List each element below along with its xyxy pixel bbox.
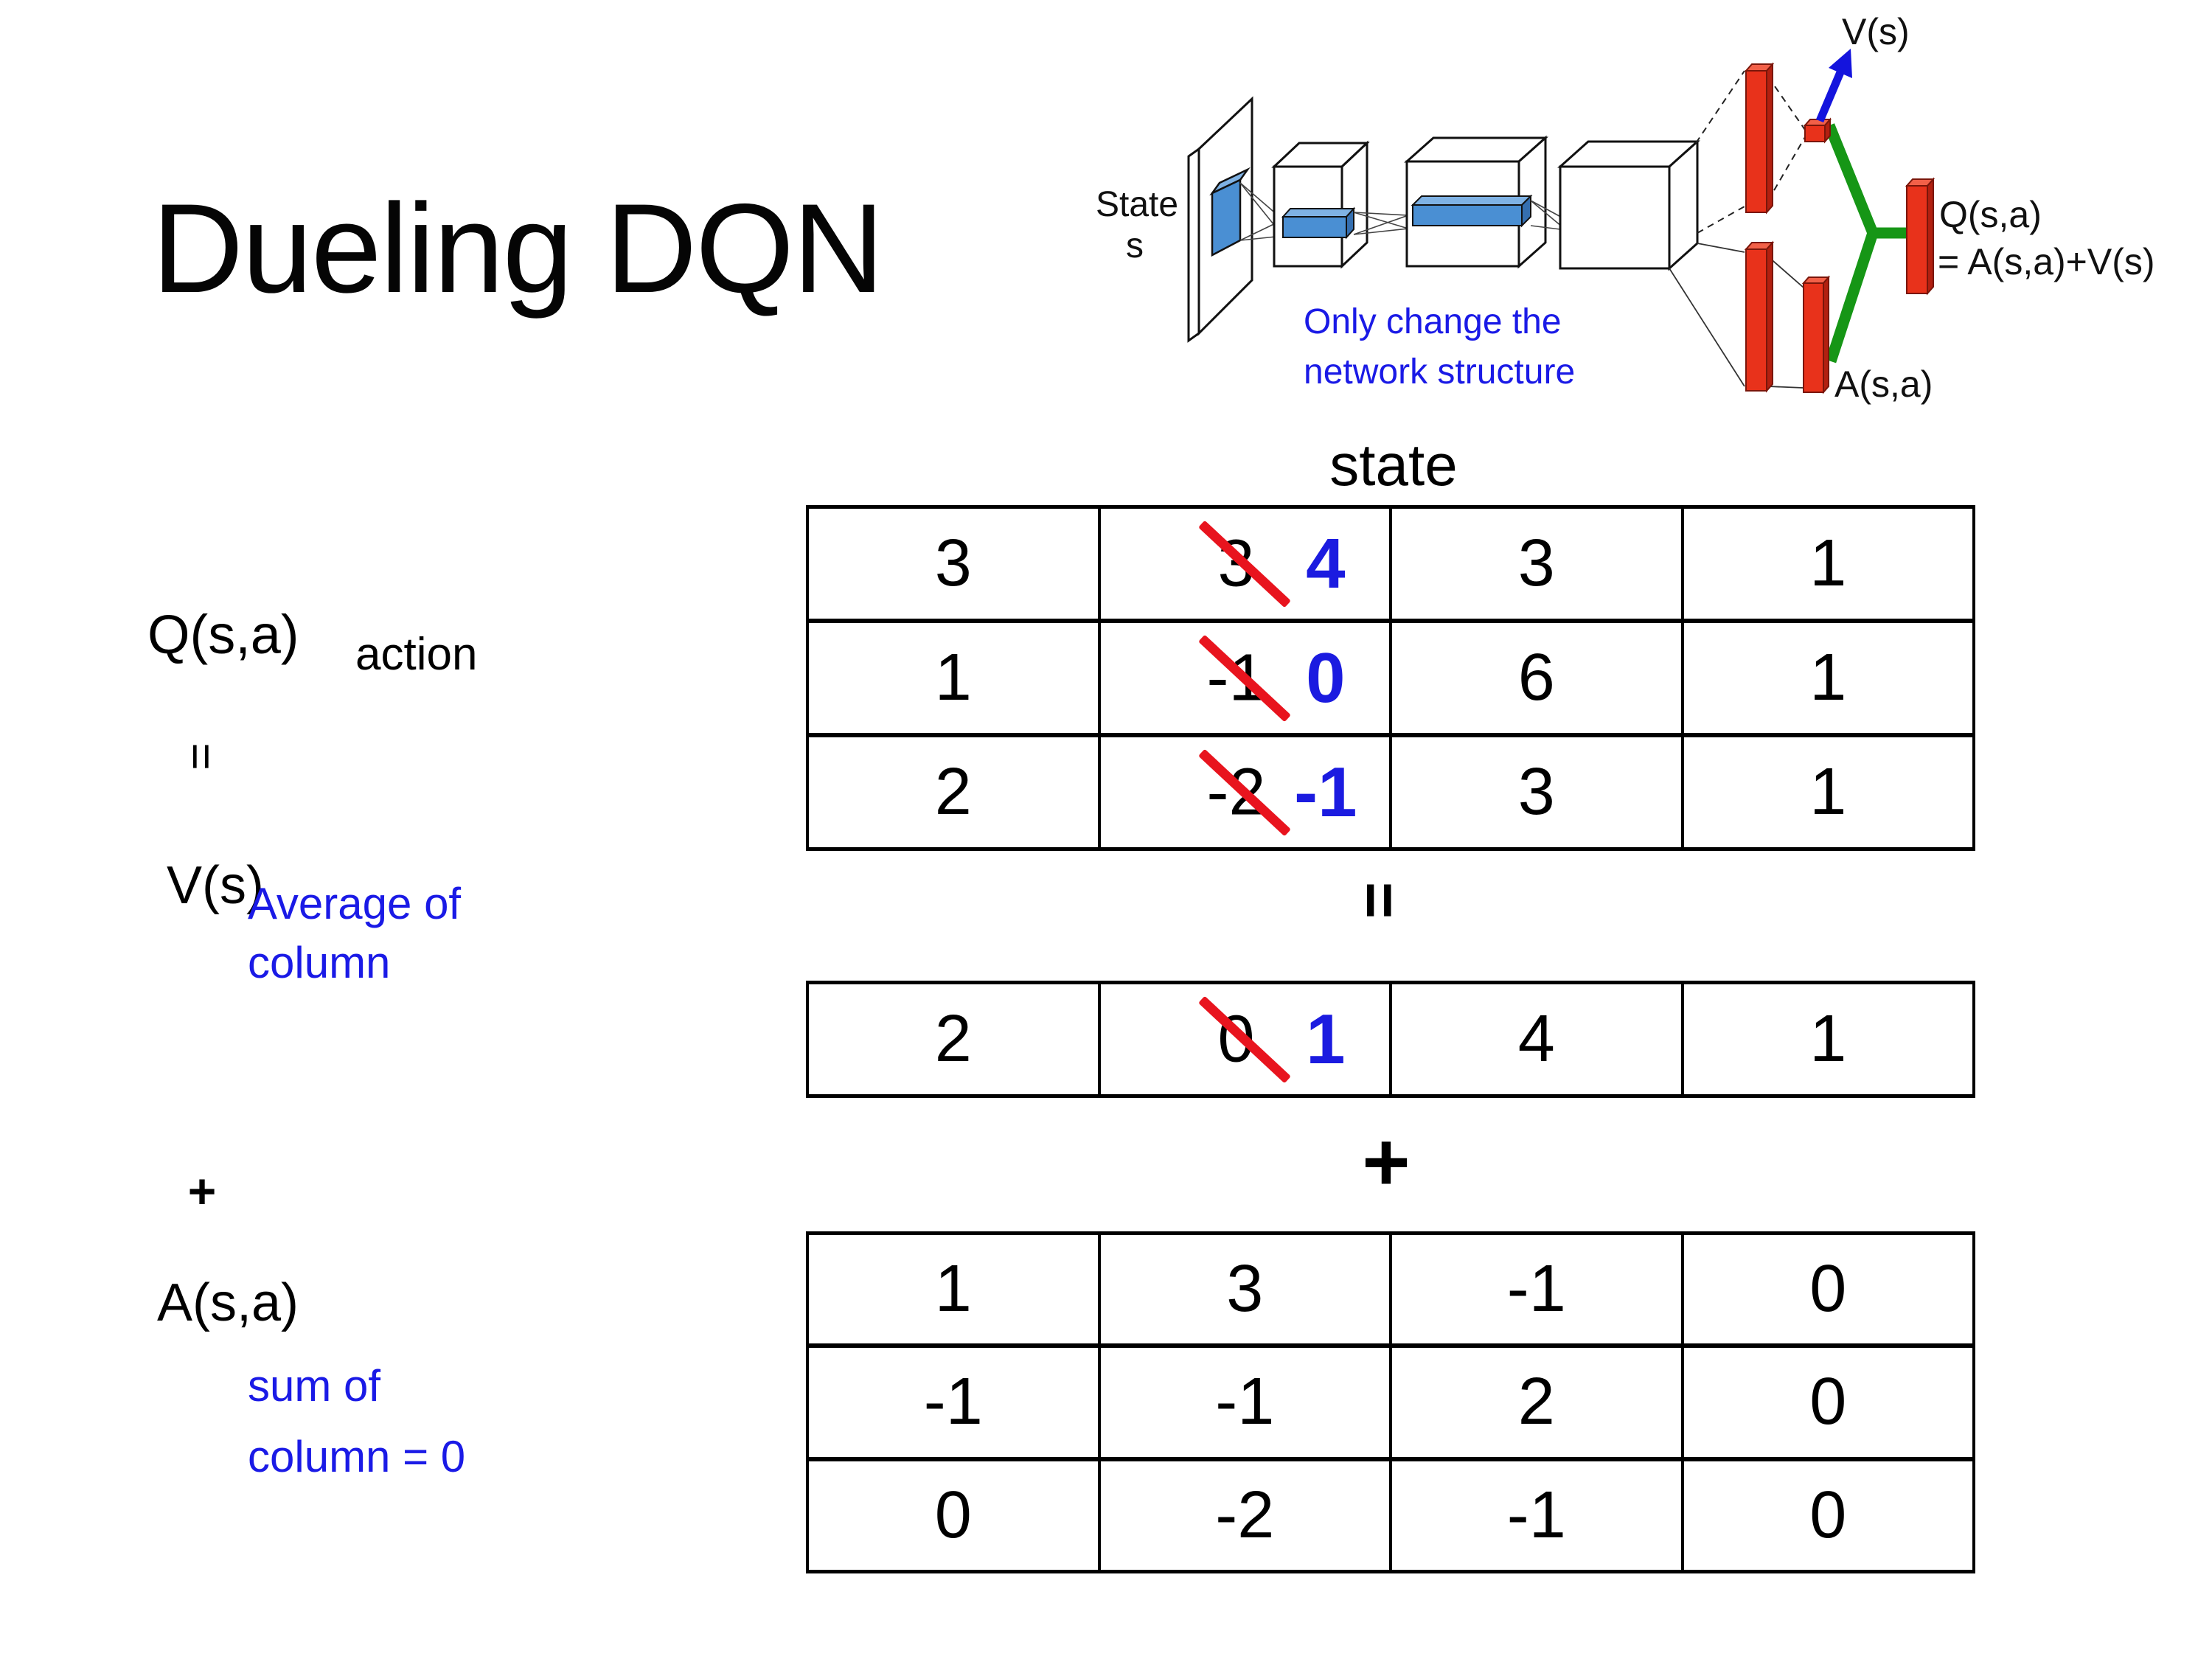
a-value: 1 [934, 1252, 972, 1326]
page-title: Dueling DQN [152, 178, 884, 319]
a-value: -1 [923, 1365, 983, 1439]
network-diagram: State s V(s) Q(s,a) = A(s,a)+V(s) A(s,a)… [1096, 11, 2155, 405]
fc-connectors-dashed [1695, 70, 1806, 234]
a-cell: -1 [1099, 1346, 1391, 1459]
a-value: -2 [1215, 1478, 1275, 1552]
a-value: -1 [1215, 1365, 1275, 1439]
feature-bar-2 [1411, 194, 1533, 228]
q-value: 1 [1809, 526, 1847, 600]
q-table: 3 3 4 3 1 1 -1 0 6 1 2 -2 -1 3 1 [806, 505, 1975, 851]
q-value: 2 [934, 755, 972, 829]
q-value: 3 [1517, 755, 1555, 829]
a-table: 1 3 -1 0 -1 -1 2 0 0 -2 -1 0 [806, 1231, 1975, 1573]
a-value: -1 [1506, 1478, 1566, 1552]
v-cell: 1 [1682, 982, 1974, 1096]
diagram-q-label-line1: Q(s,a) [1939, 194, 2042, 235]
q-value: 1 [1809, 755, 1847, 829]
average-note-line2: column [248, 938, 391, 987]
equals-sign-center: = [1343, 881, 1415, 919]
q-new-value: 0 [1306, 638, 1346, 717]
q-value: 1 [1809, 641, 1847, 714]
v-scalar-box [1803, 117, 1832, 144]
v-table: 2 0 1 4 1 [806, 981, 1975, 1098]
diagram-state-label: State [1096, 185, 1178, 224]
a-cell: -2 [1099, 1458, 1391, 1572]
q-new-value: -1 [1294, 752, 1357, 832]
a-value: 2 [1517, 1365, 1555, 1439]
q-value: 3 [1517, 526, 1555, 600]
a-cell: -1 [1391, 1458, 1683, 1572]
q-new-value: 4 [1306, 524, 1346, 603]
a-cell: 0 [1682, 1458, 1974, 1572]
q-cell-struck: -1 0 [1099, 621, 1391, 735]
q-cell: 2 [807, 735, 1099, 849]
q-cell: 1 [1682, 621, 1974, 735]
a-cell: 2 [1391, 1346, 1683, 1459]
state-axis-label: state [1329, 432, 1458, 498]
a-cell: -1 [807, 1346, 1099, 1459]
feature-bar-1 [1281, 206, 1356, 240]
q-cell: 3 [1391, 507, 1683, 621]
a-cell: 0 [807, 1458, 1099, 1572]
diagram-v-label: V(s) [1842, 11, 1910, 52]
v-arrow-icon [1815, 49, 1852, 123]
plus-sign-center: + [1362, 1116, 1411, 1208]
sum-note-line2: column = 0 [248, 1432, 466, 1481]
q-cell-struck: 3 4 [1099, 507, 1391, 621]
a-vector-bar [1801, 275, 1831, 394]
v-value: 4 [1517, 1002, 1555, 1076]
a-value: 0 [934, 1478, 972, 1552]
diagram-q-label-line2: = A(s,a)+V(s) [1938, 241, 2155, 282]
connector-fan-2 [1353, 212, 1409, 235]
v-new-value: 1 [1306, 999, 1346, 1079]
q-cell-struck: -2 -1 [1099, 735, 1391, 849]
conv-box-1 [1271, 140, 1370, 269]
v-cell: 4 [1391, 982, 1683, 1096]
v-value: 1 [1809, 1002, 1847, 1076]
plus-sign-left: + [187, 1164, 217, 1218]
q-cell: 3 [807, 507, 1099, 621]
q-cell: 1 [1682, 735, 1974, 849]
diagram-state-s-label: s [1126, 226, 1144, 265]
a-value: -1 [1506, 1252, 1566, 1326]
a-cell: 3 [1099, 1233, 1391, 1346]
a-value: 3 [1226, 1252, 1264, 1326]
v-function-label: V(s) [167, 856, 264, 915]
a-cell: 0 [1682, 1346, 1974, 1459]
combine-y-connector [1824, 123, 1910, 364]
average-of-column-note: Average of column [248, 874, 461, 992]
a-value: 0 [1809, 1252, 1847, 1326]
v-cell: 2 [807, 982, 1099, 1096]
fc-connectors-solid [1669, 243, 1804, 389]
conv-box-3 [1557, 139, 1700, 271]
q-value: 1 [934, 641, 972, 714]
average-note-line1: Average of [248, 879, 462, 928]
a-cell: 1 [807, 1233, 1099, 1346]
fc-bar-top [1744, 62, 1775, 215]
diagram-a-label: A(s,a) [1834, 364, 1933, 405]
diagram-note-line1: Only change the [1304, 302, 1562, 341]
a-cell: -1 [1391, 1233, 1683, 1346]
action-axis-label: action [355, 629, 478, 680]
q-cell: 6 [1391, 621, 1683, 735]
a-function-label: A(s,a) [157, 1273, 299, 1332]
equals-sign-left: = [175, 742, 228, 771]
diagram-note-line2: network structure [1304, 352, 1575, 392]
q-output-bar [1905, 177, 1935, 296]
q-cell: 3 [1391, 735, 1683, 849]
conv-filter-patch [1209, 167, 1251, 257]
q-function-label: Q(s,a) [147, 604, 299, 665]
sum-of-column-note: sum of column = 0 [248, 1351, 465, 1492]
a-cell: 0 [1682, 1233, 1974, 1346]
q-cell: 1 [1682, 507, 1974, 621]
v-cell-struck: 0 1 [1099, 982, 1391, 1096]
q-value: 6 [1517, 641, 1555, 714]
sum-note-line1: sum of [248, 1361, 381, 1411]
q-value: 3 [934, 526, 972, 600]
fc-bar-bottom [1744, 240, 1775, 393]
a-value: 0 [1809, 1478, 1847, 1552]
v-value: 2 [934, 1002, 972, 1076]
q-cell: 1 [807, 621, 1099, 735]
a-value: 0 [1809, 1365, 1847, 1439]
